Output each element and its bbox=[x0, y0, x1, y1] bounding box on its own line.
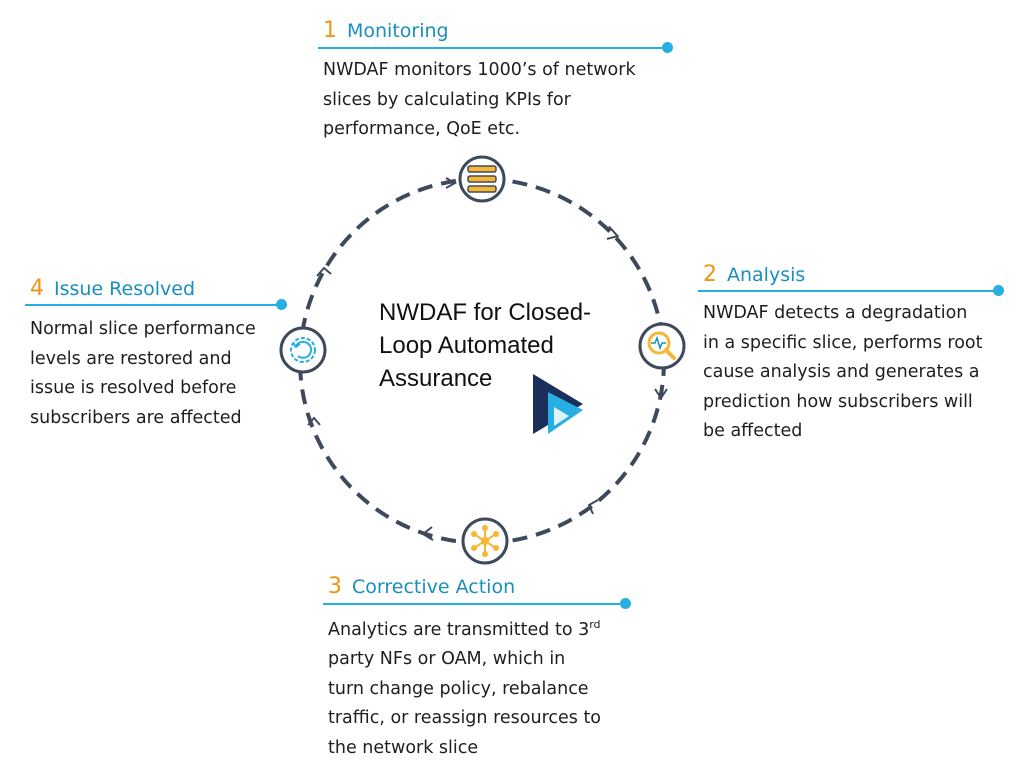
arrow-head bbox=[606, 225, 620, 240]
database-stack-icon bbox=[458, 155, 506, 203]
desc-line: traffic, or reassign resources to bbox=[328, 708, 602, 729]
step-1-description: NWDAF monitors 1000’s of network slices … bbox=[323, 56, 636, 145]
step-number: 1 bbox=[323, 18, 337, 43]
arrow-head bbox=[307, 416, 321, 426]
network-hub-icon bbox=[461, 517, 509, 565]
arrow-head bbox=[421, 526, 434, 541]
center-title-line: NWDAF for Closed- bbox=[379, 299, 592, 326]
desc-line: Analytics are transmitted to 3rd bbox=[328, 610, 601, 645]
desc-line: the network slice bbox=[328, 737, 479, 758]
center-title-line: Assurance bbox=[379, 365, 493, 392]
desc-line: performance, QoE etc. bbox=[323, 119, 521, 139]
desc-line: Normal slice performance bbox=[30, 319, 256, 339]
center-title: NWDAF for Closed- Loop Automated Assuran… bbox=[379, 296, 619, 395]
step-1-rule bbox=[318, 47, 667, 49]
step-3-rule bbox=[323, 603, 625, 605]
step-3-description: Analytics are transmitted to 3rd party N… bbox=[328, 610, 601, 763]
arrow-head bbox=[445, 177, 458, 189]
step-1-heading: 1 Monitoring bbox=[323, 18, 449, 43]
step-4-dot bbox=[276, 299, 287, 310]
step-2-description: NWDAF detects a degradation in a specifi… bbox=[703, 299, 982, 447]
desc-line: subscribers are affected bbox=[30, 407, 242, 428]
step-title: Issue Resolved bbox=[54, 278, 196, 300]
desc-line: prediction how subscribers will bbox=[703, 391, 973, 412]
step-2-dot bbox=[993, 285, 1004, 296]
superscript: rd bbox=[589, 618, 601, 631]
ring-arrows bbox=[307, 177, 668, 541]
step-2-heading: 2 Analysis bbox=[703, 262, 805, 287]
arrow-head bbox=[654, 388, 668, 400]
desc-line: levels are restored and bbox=[30, 348, 232, 369]
step-title: Monitoring bbox=[347, 20, 449, 42]
step-3-dot bbox=[620, 598, 631, 609]
magnifier-waveform-icon bbox=[638, 322, 686, 370]
desc-text: Analytics are transmitted to 3 bbox=[328, 619, 590, 640]
step-3-heading: 3 Corrective Action bbox=[328, 574, 515, 599]
desc-line: issue is resolved before bbox=[30, 378, 237, 398]
arrow-head bbox=[316, 266, 332, 277]
desc-line: be affected bbox=[703, 421, 803, 441]
step-4-heading: 4 Issue Resolved bbox=[30, 276, 195, 301]
step-title: Corrective Action bbox=[352, 576, 516, 598]
desc-line: turn change policy, rebalance bbox=[328, 678, 589, 699]
desc-line: NWDAF monitors 1000’s of network bbox=[323, 60, 636, 80]
step-4-rule bbox=[25, 304, 281, 306]
step-number: 2 bbox=[703, 262, 717, 287]
desc-line: party NFs or OAM, which in bbox=[328, 649, 566, 670]
desc-line: NWDAF detects a degradation bbox=[703, 303, 968, 323]
desc-line: slices by calculating KPIs for bbox=[323, 89, 571, 110]
step-title: Analysis bbox=[727, 264, 806, 286]
step-1-dot bbox=[662, 42, 673, 53]
step-4-description: Normal slice performance levels are rest… bbox=[30, 315, 256, 433]
center-title-line: Loop Automated bbox=[379, 332, 554, 359]
step-number: 3 bbox=[328, 574, 342, 599]
desc-line: cause analysis and generates a bbox=[703, 362, 980, 382]
step-number: 4 bbox=[30, 276, 44, 301]
step-2-rule bbox=[698, 290, 998, 292]
arrow-head bbox=[587, 499, 599, 515]
gear-refresh-icon bbox=[279, 326, 327, 374]
desc-line: in a specific slice, performs root bbox=[703, 332, 983, 353]
play-logo-icon bbox=[533, 374, 583, 434]
